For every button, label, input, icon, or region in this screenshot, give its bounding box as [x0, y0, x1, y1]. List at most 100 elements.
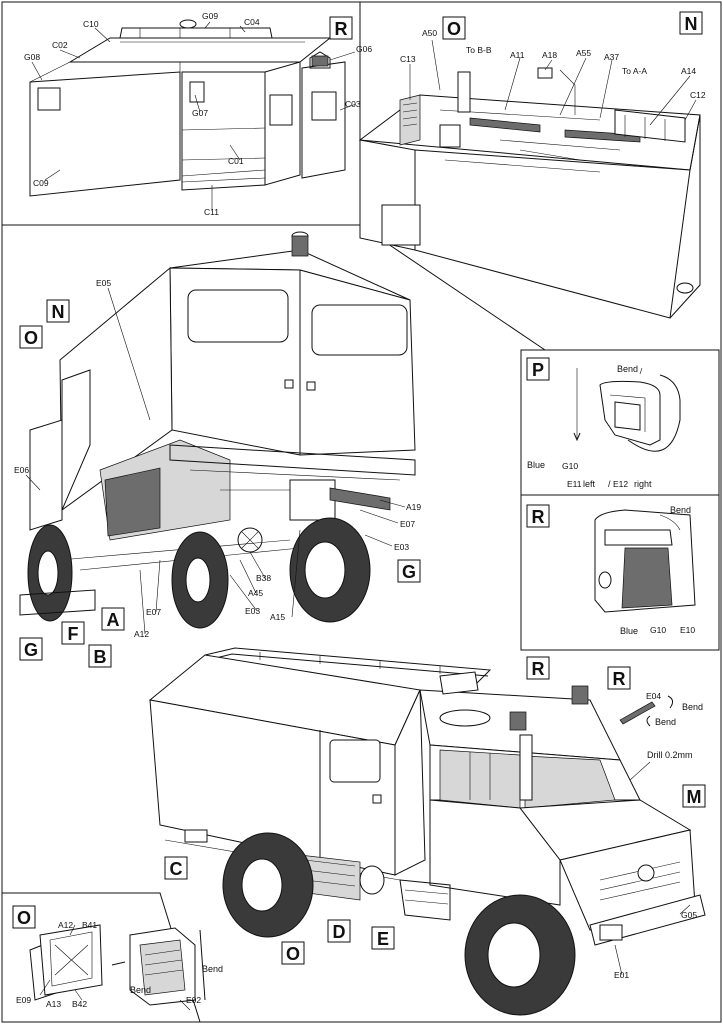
label-c04: C04 — [244, 17, 260, 27]
step-o-bottom: O — [281, 941, 305, 965]
step-m: M — [682, 784, 706, 808]
step-letters: R O N N O P R G — [12, 11, 706, 965]
step-n-mid: N — [46, 299, 70, 323]
note-bend-o-1: Bend — [130, 985, 151, 995]
label-c13: C13 — [400, 54, 416, 64]
svg-text:P: P — [532, 360, 544, 380]
label-g10-r: G10 — [650, 625, 666, 635]
svg-text:R: R — [532, 507, 545, 527]
label-a13: A13 — [46, 999, 61, 1009]
label-e09: E09 — [16, 995, 31, 1005]
part-labels: C10 G09 C04 C02 G08 G06 C03 G07 C01 C09 … — [14, 11, 706, 1009]
label-to-bb: To B-B — [466, 45, 492, 55]
label-a50: A50 — [422, 28, 437, 38]
label-a11: A11 — [510, 50, 525, 60]
label-e03: E03 — [394, 542, 409, 552]
svg-text:B: B — [94, 647, 107, 667]
step-o-mid: O — [19, 325, 43, 349]
bracket-detail-p — [573, 367, 681, 452]
label-a37: A37 — [604, 52, 619, 62]
label-c10: C10 — [83, 19, 99, 29]
step-g-left: G — [19, 637, 43, 661]
svg-text:R: R — [335, 19, 348, 39]
label-b42: B42 — [72, 999, 87, 1009]
label-c09: C09 — [33, 178, 49, 188]
label-e06: E06 — [14, 465, 29, 475]
svg-text:C: C — [170, 859, 183, 879]
interior-view — [358, 67, 701, 319]
svg-text:O: O — [17, 908, 31, 928]
label-c02: C02 — [52, 40, 68, 50]
step-f: F — [61, 621, 85, 645]
svg-text:O: O — [447, 19, 461, 39]
step-r-top: R — [329, 16, 353, 40]
label-e07: E07 — [400, 519, 415, 529]
label-a12: A12 — [134, 629, 149, 639]
annotation-notes: Bend Blue left / right Bend Blue Bend Be… — [130, 364, 703, 995]
label-e01: E01 — [614, 970, 629, 980]
label-a12-o: A12 — [58, 920, 73, 930]
svg-text:R: R — [532, 659, 545, 679]
label-c01: C01 — [228, 156, 244, 166]
step-b: B — [88, 644, 112, 668]
label-g06: G06 — [356, 44, 372, 54]
label-b38: B38 — [256, 573, 271, 583]
label-e12: E12 — [613, 479, 628, 489]
label-a15: A15 — [270, 612, 285, 622]
svg-text:O: O — [24, 328, 38, 348]
truck-side-view — [148, 647, 706, 1016]
note-right: right — [634, 479, 652, 489]
svg-text:N: N — [685, 14, 698, 34]
step-o-top: O — [442, 16, 466, 40]
label-a18: A18 — [542, 50, 557, 60]
label-g09: G09 — [202, 11, 218, 21]
note-drill: Drill 0.2mm — [647, 750, 693, 760]
label-e10: E10 — [680, 625, 695, 635]
step-r-cab-2: R — [607, 666, 631, 690]
note-bend-e04-2: Bend — [655, 717, 676, 727]
svg-text:G: G — [24, 640, 38, 660]
label-c12: C12 — [690, 90, 706, 100]
step-r-cab-1: R — [526, 656, 550, 680]
label-to-aa: To A-A — [622, 66, 647, 76]
step-r-panel: R — [526, 504, 550, 528]
note-bend-r: Bend — [670, 505, 691, 515]
rear-underside-view — [19, 231, 416, 629]
step-e: E — [371, 926, 395, 950]
label-g08: G08 — [24, 52, 40, 62]
svg-text:G: G — [402, 562, 416, 582]
leader-lines — [25, 21, 697, 1011]
svg-text:M: M — [687, 787, 702, 807]
beacon-detail-r — [594, 509, 696, 613]
note-blue-r: Blue — [620, 626, 638, 636]
label-b41: B41 — [82, 920, 97, 930]
label-c03: C03 — [345, 99, 361, 109]
svg-text:F: F — [68, 624, 79, 644]
step-g-right: G — [397, 559, 421, 583]
svg-text:A: A — [107, 610, 120, 630]
note-left: left — [583, 479, 596, 489]
note-slash: / — [608, 479, 611, 489]
label-e07-lower: E07 — [146, 607, 161, 617]
step-c: C — [164, 856, 188, 880]
label-a45: A45 — [248, 588, 263, 598]
svg-text:R: R — [613, 669, 626, 689]
step-d: D — [327, 919, 351, 943]
label-a19: A19 — [406, 502, 421, 512]
label-e02: E02 — [186, 995, 201, 1005]
step-a: A — [101, 607, 125, 631]
svg-text:N: N — [52, 302, 65, 322]
step-n-top: N — [679, 11, 703, 35]
step-p: P — [526, 357, 550, 381]
label-g10-p: G10 — [562, 461, 578, 471]
label-g07: G07 — [192, 108, 208, 118]
label-e05: E05 — [96, 278, 111, 288]
note-bend-p: Bend — [617, 364, 638, 374]
label-a14: A14 — [681, 66, 696, 76]
box-exploded-view — [29, 19, 346, 197]
label-a55: A55 — [576, 48, 591, 58]
label-c11: C11 — [204, 207, 219, 217]
